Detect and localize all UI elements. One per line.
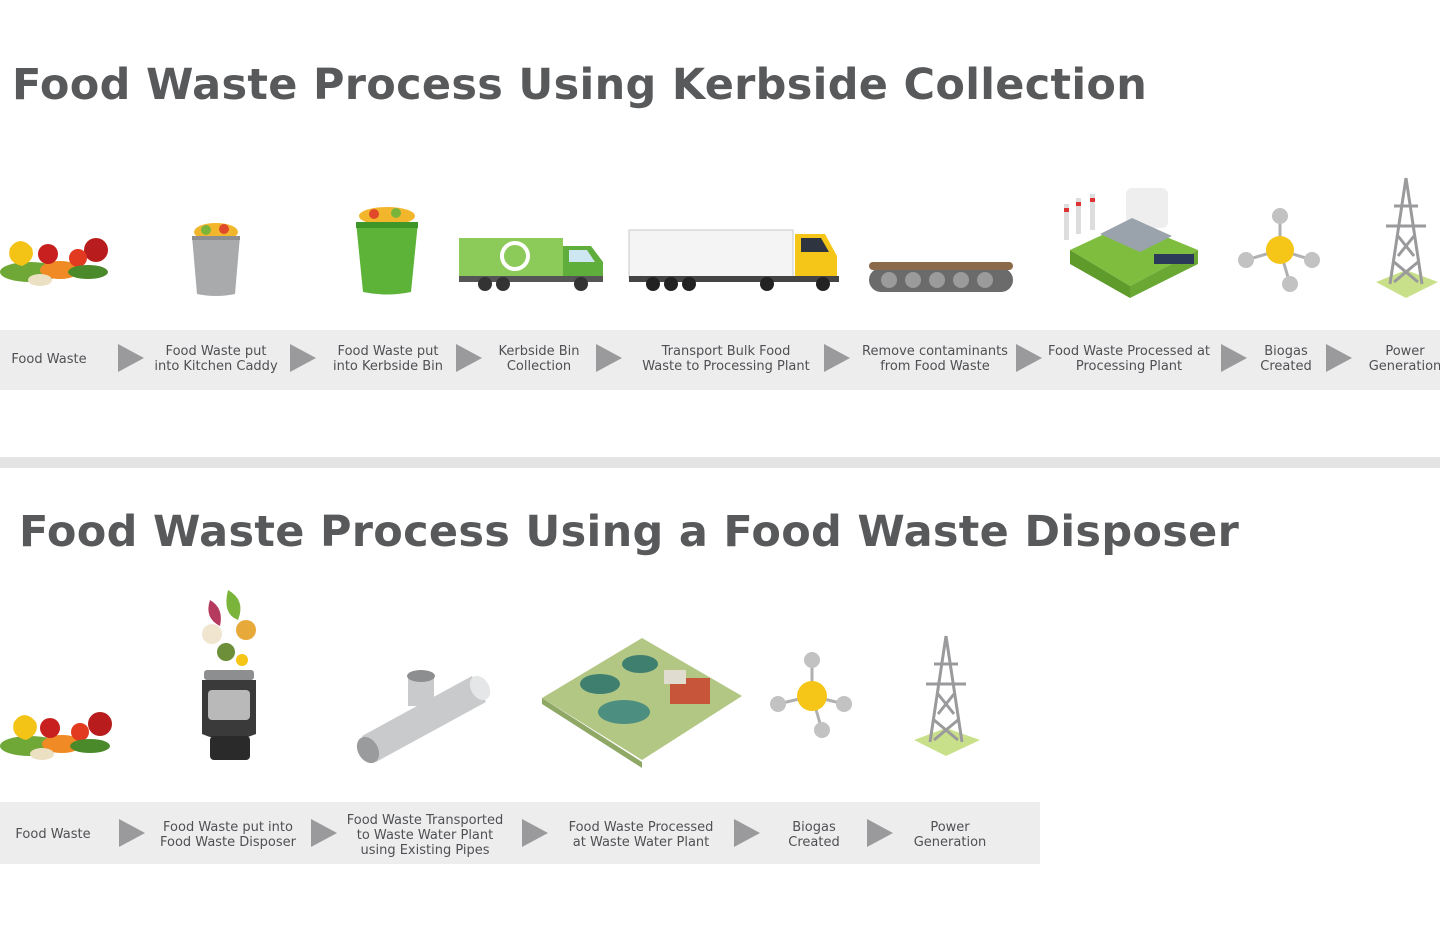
flow-arrow <box>867 819 893 847</box>
molecule-icon <box>766 650 858 744</box>
molecule-icon <box>1236 208 1326 298</box>
pipe-icon <box>352 666 492 766</box>
step-label-remove-contaminants: Remove contaminants from Food Waste <box>862 344 1008 374</box>
flow-arrow <box>734 819 760 847</box>
step-label-processing-plant: Food Waste Processed at Processing Plant <box>1047 344 1211 374</box>
step-label-biogas: Biogas Created <box>788 820 840 850</box>
step-label-food-waste: Food Waste <box>15 827 91 842</box>
conveyor-belt-icon <box>867 258 1015 294</box>
flow-arrow <box>1221 344 1247 372</box>
kerbside-bin-icon <box>354 206 420 296</box>
waste-water-plant-icon <box>540 634 744 768</box>
step-label-biogas: Biogas Created <box>1260 344 1312 374</box>
step-label-power: Power Generation <box>1368 344 1440 374</box>
flow-arrow <box>1326 344 1352 372</box>
process-band-1 <box>0 330 1440 390</box>
pylon-icon <box>1372 176 1440 302</box>
process-band-2 <box>0 802 1040 864</box>
flow-arrow <box>1016 344 1042 372</box>
flow-arrow <box>456 344 482 372</box>
flow-arrow <box>522 819 548 847</box>
flow-arrow <box>118 344 144 372</box>
lorry-icon <box>627 228 841 294</box>
flow-arrow <box>290 344 316 372</box>
flow-arrow <box>311 819 337 847</box>
step-label-waste-water-plant: Food Waste Processed at Waste Water Plan… <box>568 820 714 850</box>
step-label-food-waste: Food Waste <box>11 352 87 367</box>
recycling-truck-icon <box>457 232 605 294</box>
step-label-bin-collection: Kerbside Bin Collection <box>498 344 580 374</box>
pylon-icon <box>910 634 984 760</box>
flow-arrow <box>596 344 622 372</box>
flow-arrow <box>119 819 145 847</box>
step-label-kitchen-caddy: Food Waste put into Kitchen Caddy <box>154 344 278 374</box>
vegetables-icon <box>0 228 112 290</box>
step-label-transport: Transport Bulk Food Waste to Processing … <box>642 344 810 374</box>
step-label-disposer: Food Waste put into Food Waste Disposer <box>159 820 297 850</box>
step-label-power: Power Generation <box>913 820 987 850</box>
flow-arrow <box>824 344 850 372</box>
section-divider <box>0 457 1440 468</box>
section2-title: Food Waste Process Using a Food Waste Di… <box>19 507 1240 557</box>
section1-title: Food Waste Process Using Kerbside Collec… <box>12 60 1148 110</box>
processing-plant-icon <box>1060 186 1202 300</box>
food-waste-disposer-icon <box>190 586 270 764</box>
step-label-kerbside-bin: Food Waste put into Kerbside Bin <box>332 344 444 374</box>
kitchen-caddy-icon <box>188 222 244 298</box>
vegetables-icon <box>0 702 116 764</box>
step-label-transported-pipes: Food Waste Transported to Waste Water Pl… <box>346 813 504 858</box>
